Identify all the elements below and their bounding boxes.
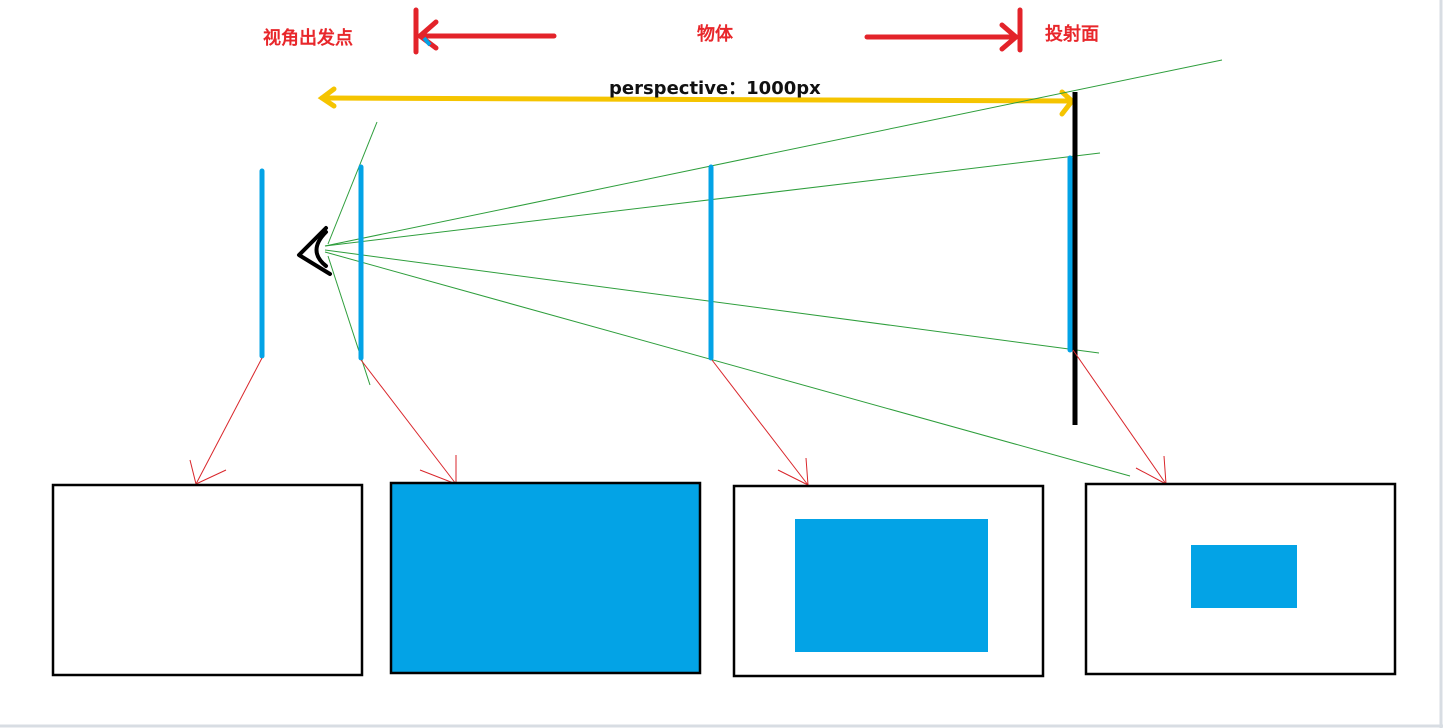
label-object: 物体 <box>697 23 734 45</box>
pointer-arrow-1 <box>189 357 263 485</box>
pointer-arrow-3 <box>711 359 809 486</box>
label-perspective: perspective：1000px <box>609 78 821 99</box>
blue-mark <box>422 36 432 47</box>
pointer-arrow-2 <box>360 359 457 485</box>
panel-at-eye <box>389 481 702 675</box>
red-arrow-right <box>864 7 1023 53</box>
projected-object-mid <box>795 519 988 652</box>
red-arrow-left <box>413 7 557 55</box>
panel-at-plane <box>1084 482 1397 676</box>
perspective-arrow <box>317 86 1076 117</box>
pointer-arrows <box>189 349 1167 486</box>
object-bars <box>259 155 1073 361</box>
sight-line-near-top <box>327 121 378 245</box>
sight-line-near-bottom <box>327 255 371 386</box>
panel-behind-eye <box>51 483 364 677</box>
sight-line-lower-outer <box>324 251 1131 477</box>
panel-mid <box>732 484 1045 678</box>
label-eye-origin: 视角出发点 <box>263 27 353 49</box>
sight-lines <box>324 59 1223 477</box>
label-projection-plane: 投射面 <box>1045 23 1099 45</box>
eye-icon <box>297 226 332 276</box>
sight-line-upper-outer <box>324 59 1223 247</box>
projected-object-at-plane <box>1191 545 1297 608</box>
